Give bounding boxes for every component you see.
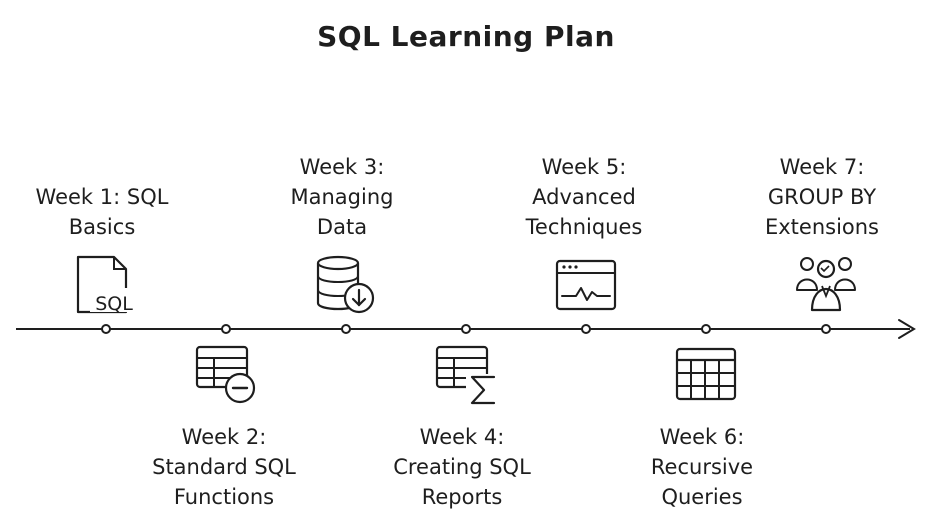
week-7-label: Week 7: GROUP BY Extensions <box>732 152 912 242</box>
week-5-line-1: Week 5: <box>541 155 627 179</box>
sql-file-icon: SQL <box>72 254 142 316</box>
milestone-dot <box>101 324 111 334</box>
milestone-dot <box>701 324 711 334</box>
week-3-label: Week 3: Managing Data <box>252 152 432 242</box>
week-2-label: Week 2: Standard SQL Functions <box>134 422 314 512</box>
database-download-icon <box>314 254 380 316</box>
table-minus-icon <box>194 344 260 406</box>
milestone-dot <box>221 324 231 334</box>
week-3-line-2: Managing <box>290 185 394 209</box>
week-7-line-3: Extensions <box>764 215 880 239</box>
week-3-line-3: Data <box>316 215 368 239</box>
week-4-line-2: Creating SQL <box>393 455 531 479</box>
week-6-line-3: Queries <box>661 485 743 509</box>
sql-file-icon-text: SQL <box>95 293 133 315</box>
week-1-line-1: Week 1: SQL <box>35 185 169 209</box>
milestone-dot <box>821 324 831 334</box>
week-6-label: Week 6: Recursive Queries <box>612 422 792 512</box>
milestone-dot <box>341 324 351 334</box>
week-5-line-2: Advanced <box>532 185 636 209</box>
week-5-label: Week 5: Advanced Techniques <box>494 152 674 242</box>
group-users-icon <box>794 252 860 314</box>
page-title: SQL Learning Plan <box>317 20 615 53</box>
week-7-line-2: GROUP BY <box>767 185 877 209</box>
week-7-line-1: Week 7: <box>779 155 865 179</box>
week-6-line-2: Recursive <box>650 455 754 479</box>
milestone-dot <box>461 324 471 334</box>
week-5-line-3: Techniques <box>525 215 643 239</box>
week-2-line-3: Functions <box>173 485 275 509</box>
table-sum-icon <box>434 344 500 406</box>
week-4-line-1: Week 4: <box>419 425 505 449</box>
monitor-chart-icon <box>554 258 620 314</box>
week-2-line-1: Week 2: <box>181 425 267 449</box>
week-4-label: Week 4: Creating SQL Reports <box>372 422 552 512</box>
timeline-arrowhead <box>898 319 916 339</box>
week-1-label: Week 1: SQL Basics <box>12 182 192 242</box>
week-2-line-2: Standard SQL <box>152 455 296 479</box>
week-1-line-2: Basics <box>68 215 136 239</box>
milestone-dot <box>581 324 591 334</box>
week-6-line-1: Week 6: <box>659 425 745 449</box>
grid-table-icon <box>674 346 740 402</box>
week-4-line-3: Reports <box>421 485 503 509</box>
week-3-line-1: Week 3: <box>299 155 385 179</box>
